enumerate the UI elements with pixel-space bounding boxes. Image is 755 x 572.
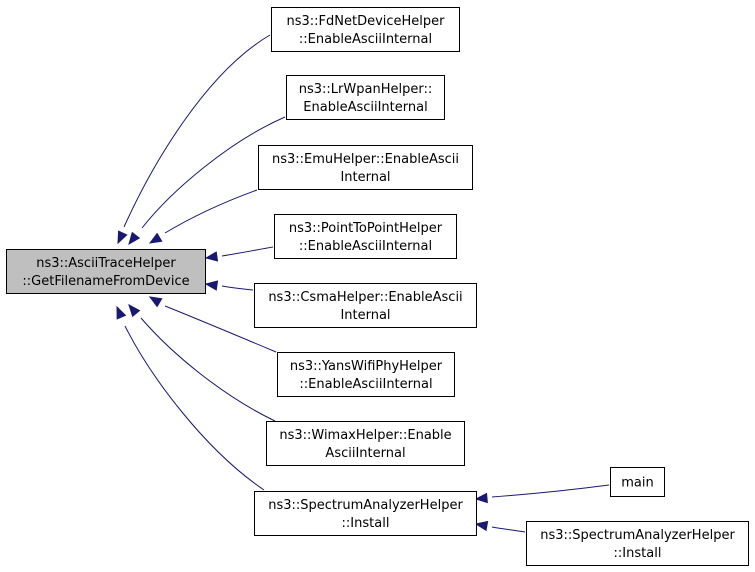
node-label-fdnet-1: ::EnableAsciiInternal: [299, 32, 432, 47]
edge-yans: [164, 305, 277, 353]
node-fdnet[interactable]: ns3::FdNetDeviceHelper::EnableAsciiInter…: [271, 7, 460, 52]
node-label-spectrum2-1: ::Install: [614, 546, 662, 561]
node-yans[interactable]: ns3::YansWifiPhyHelper::EnableAsciiInter…: [277, 352, 455, 397]
node-label-p2p-0: ns3::PointToPointHelper: [289, 221, 443, 236]
edge-p2p: [221, 246, 274, 257]
node-label-spectrum-0: ns3::SpectrumAnalyzerHelper: [268, 498, 463, 513]
edge-arrowhead-lrwpan: [128, 231, 141, 246]
edge-main: [491, 484, 610, 498]
edge-fdnet: [123, 34, 271, 228]
node-box-emu: [258, 145, 473, 190]
edge-arrowhead-p2p: [204, 251, 219, 262]
edge-arrowhead-fdnet: [117, 230, 128, 245]
edge-lrwpan: [141, 116, 286, 229]
node-main[interactable]: main: [610, 467, 665, 497]
node-box-p2p: [274, 214, 457, 259]
edge-emu: [164, 189, 258, 234]
edge-spectrum: [124, 325, 265, 491]
edge-arrowhead-yans: [148, 296, 163, 308]
edge-wimax: [140, 317, 276, 422]
node-label-p2p-1: ::EnableAsciiInternal: [299, 239, 432, 254]
graph-edges: [116, 34, 610, 533]
node-label-spectrum2-0: ns3::SpectrumAnalyzerHelper: [540, 528, 735, 543]
edge-spectrum2: [491, 526, 526, 533]
node-box-spectrum2: [526, 521, 749, 566]
edge-arrowhead-wimax: [128, 303, 141, 318]
node-lrwpan[interactable]: ns3::LrWpanHelper::EnableAsciiInternal: [286, 75, 445, 120]
node-spectrum2[interactable]: ns3::SpectrumAnalyzerHelper::Install: [526, 521, 749, 566]
node-label-target-1: ::GetFilenameFromDevice: [22, 274, 189, 289]
node-box-wimax: [266, 421, 465, 466]
edge-arrowhead-spectrum: [116, 305, 127, 320]
node-wimax[interactable]: ns3::WimaxHelper::EnableAsciiInternal: [266, 421, 465, 466]
node-target[interactable]: ns3::AsciiTraceHelper::GetFilenameFromDe…: [6, 249, 206, 294]
node-label-fdnet-0: ns3::FdNetDeviceHelper: [286, 14, 445, 29]
node-label-lrwpan-0: ns3::LrWpanHelper::: [299, 82, 432, 97]
node-label-emu-0: ns3::EmuHelper::EnableAscii: [272, 152, 459, 167]
node-label-main-0: main: [621, 476, 653, 491]
node-box-target: [6, 249, 206, 294]
node-label-target-0: ns3::AsciiTraceHelper: [36, 256, 176, 271]
node-label-emu-1: Internal: [340, 170, 390, 185]
node-box-lrwpan: [286, 75, 445, 120]
node-csma[interactable]: ns3::CsmaHelper::EnableAsciiInternal: [254, 283, 477, 328]
edge-arrowhead-main: [474, 492, 488, 504]
edge-arrowhead-csma: [204, 280, 219, 291]
node-label-lrwpan-1: EnableAsciiInternal: [303, 100, 427, 115]
node-label-csma-0: ns3::CsmaHelper::EnableAscii: [268, 290, 462, 305]
graph-nodes: ns3::AsciiTraceHelper::GetFilenameFromDe…: [6, 7, 749, 566]
node-box-yans: [277, 352, 455, 397]
edge-csma: [221, 285, 254, 291]
node-emu[interactable]: ns3::EmuHelper::EnableAsciiInternal: [258, 145, 473, 190]
node-box-spectrum: [254, 491, 477, 536]
node-box-fdnet: [271, 7, 460, 52]
edge-arrowhead-emu: [148, 232, 163, 244]
node-label-spectrum-1: ::Install: [342, 516, 390, 531]
node-label-csma-1: Internal: [340, 308, 390, 323]
node-box-csma: [254, 283, 477, 328]
node-label-wimax-1: AsciiInternal: [325, 446, 405, 461]
node-label-yans-0: ns3::YansWifiPhyHelper: [290, 359, 443, 374]
node-spectrum[interactable]: ns3::SpectrumAnalyzerHelper::Install: [254, 491, 477, 536]
node-label-wimax-0: ns3::WimaxHelper::Enable: [279, 428, 451, 443]
node-box-main: [610, 467, 665, 497]
node-p2p[interactable]: ns3::PointToPointHelper::EnableAsciiInte…: [274, 214, 457, 259]
edge-arrowhead-spectrum2: [474, 520, 489, 532]
node-label-yans-1: ::EnableAsciiInternal: [299, 377, 432, 392]
